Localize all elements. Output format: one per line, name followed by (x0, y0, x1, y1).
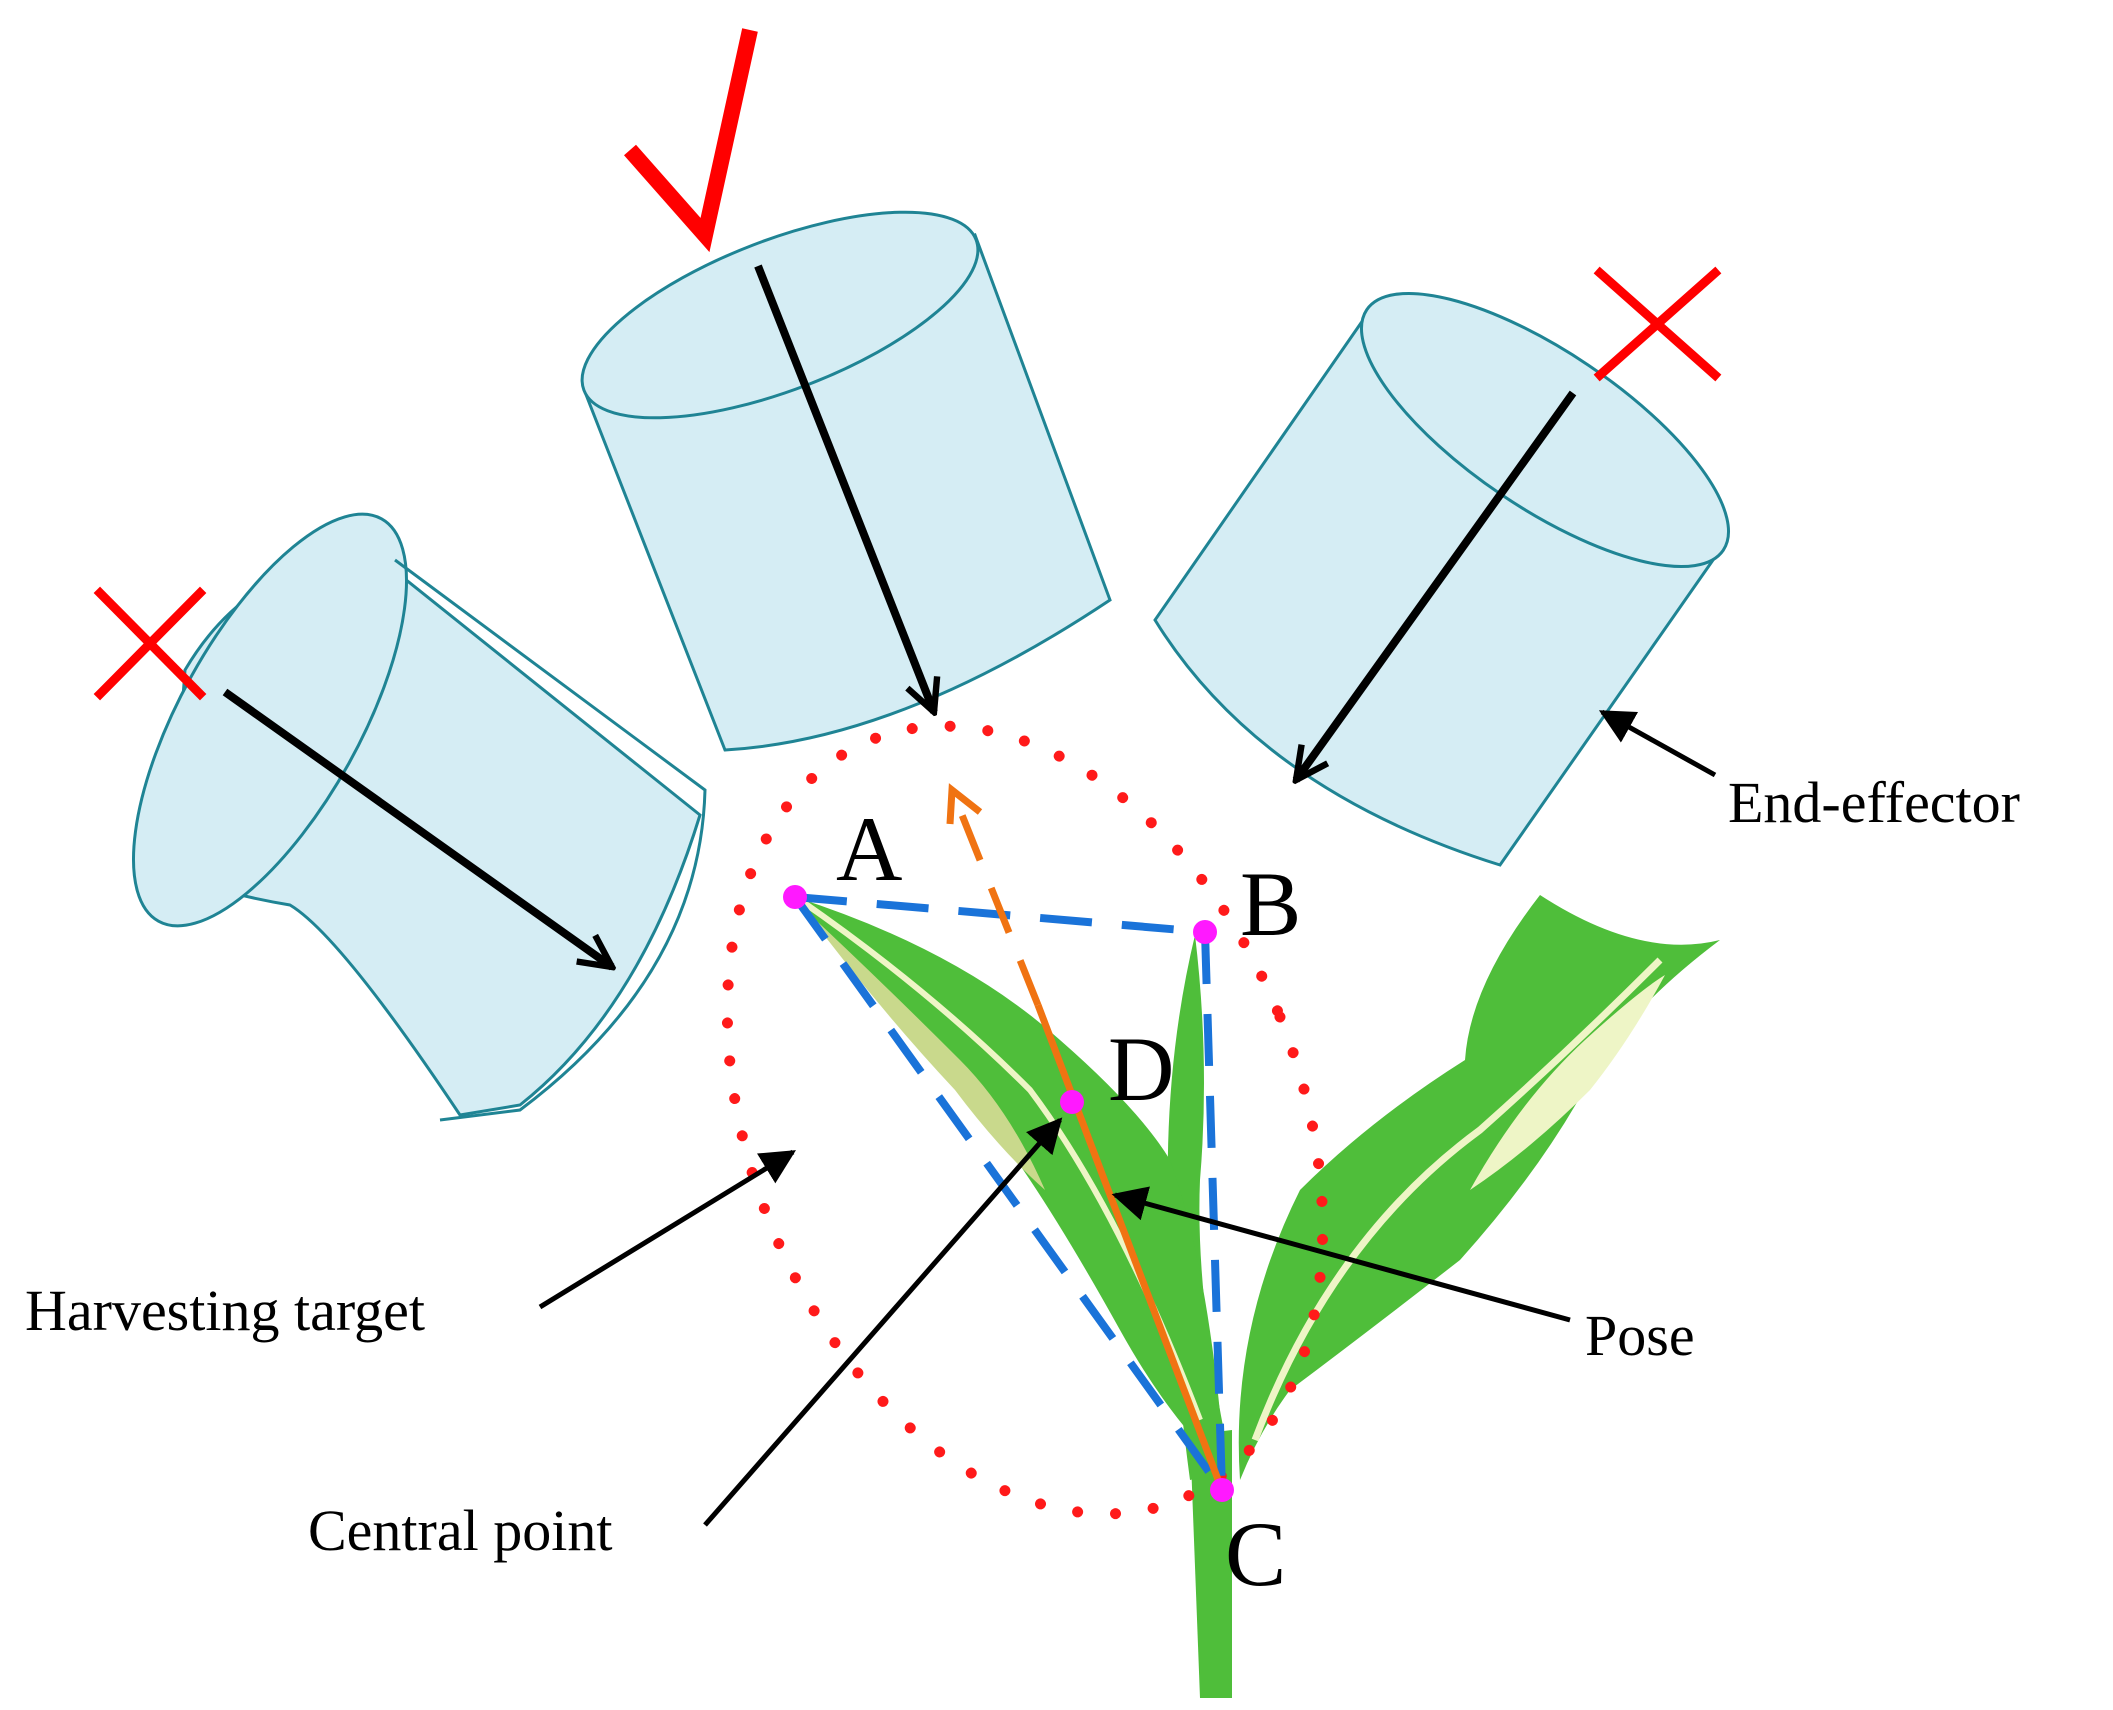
keypoint-b (1193, 920, 1217, 944)
cross-icon (93, 586, 207, 701)
point-label-b: B (1240, 853, 1301, 955)
approach-arrow-right (1296, 390, 1577, 780)
keypoint-a (783, 885, 807, 909)
end-effector-left (132, 512, 707, 1122)
point-label-c: C (1225, 1503, 1286, 1605)
pose-arrowhead (946, 783, 983, 825)
central-point-label: Central point (308, 1498, 612, 1563)
end-effector-label: End-effector (1728, 770, 2020, 835)
approach-arrow-left (222, 688, 612, 967)
harvesting-target-outline (721, 720, 1329, 1520)
keypoint-c (1210, 1478, 1234, 1502)
harvesting-target-label: Harvesting target (25, 1278, 425, 1343)
point-label-d: D (1108, 1018, 1174, 1120)
cross-icon (1593, 266, 1722, 382)
pose-dashed-extension (948, 788, 1042, 1007)
leaf-right (1238, 895, 1720, 1480)
leaf-right-light (1470, 975, 1665, 1190)
point-label-a: A (836, 798, 902, 900)
pose-pointer (1111, 1186, 1571, 1323)
pose-label: Pose (1585, 1303, 1695, 1368)
pose-line (1034, 1003, 1226, 1492)
keypoint-d (1060, 1090, 1084, 1114)
approach-arrow-middle (754, 264, 934, 712)
central-point-pointer (703, 1117, 1063, 1527)
leaf-left (795, 897, 1225, 1470)
end-effector-pointer (1598, 709, 1717, 778)
leaf-right-midrib (1251, 957, 1663, 1442)
check-icon (624, 28, 758, 253)
cylinder-side (394, 558, 707, 1122)
harvesting-target-pointer (538, 1149, 796, 1310)
leaf-left-light (805, 910, 1045, 1190)
